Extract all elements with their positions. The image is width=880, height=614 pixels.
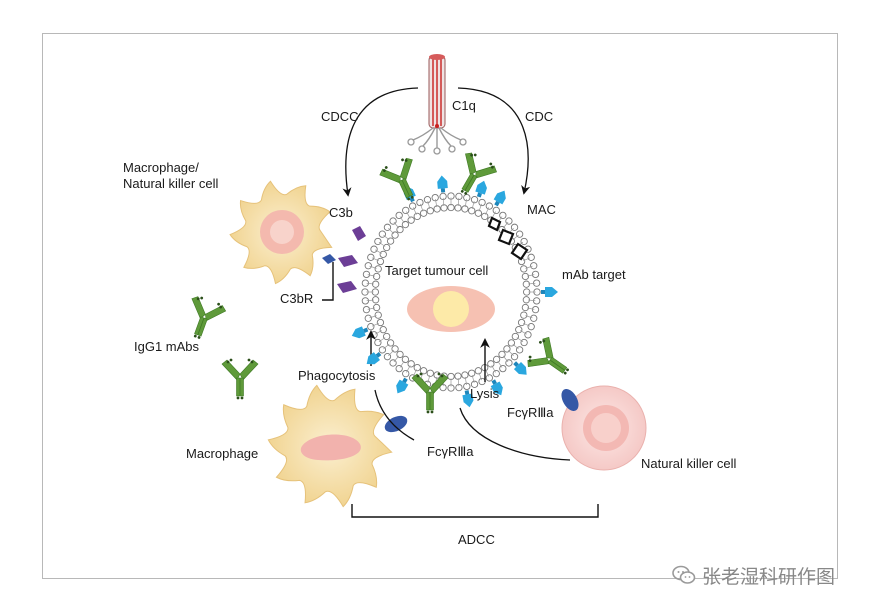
antigen bbox=[475, 180, 487, 198]
igg1-antibody bbox=[460, 152, 497, 195]
mab-target-label: mAb target bbox=[562, 267, 626, 282]
mac-label: MAC bbox=[527, 202, 556, 217]
c3br-label: C3bR bbox=[280, 291, 314, 306]
antigen bbox=[366, 351, 382, 365]
c1q-label: C1q bbox=[452, 98, 476, 113]
antigen bbox=[541, 287, 558, 297]
igg1-antibody bbox=[191, 296, 227, 339]
fcyr-right-leader bbox=[459, 407, 571, 461]
adcc-label: ADCC bbox=[458, 532, 495, 547]
antigen bbox=[513, 361, 527, 375]
macrophage-fcyr-receptor bbox=[384, 415, 408, 433]
antigen bbox=[396, 377, 409, 394]
antigen bbox=[437, 175, 448, 193]
fcyr-right-label: FcγRⅢa bbox=[507, 405, 554, 420]
c3b-deposits bbox=[337, 226, 366, 293]
cdcc-label: CDCC bbox=[321, 109, 359, 124]
igg1-antibodies bbox=[191, 152, 569, 414]
igg1-mabs-label: IgG1 mAbs bbox=[134, 339, 200, 354]
wechat-icon bbox=[672, 565, 696, 584]
antigen bbox=[490, 379, 503, 396]
antigen bbox=[462, 390, 474, 408]
tumour-cell-membrane bbox=[361, 192, 541, 392]
antigen bbox=[351, 326, 369, 339]
igg1-antibody bbox=[379, 157, 414, 201]
fcyr-bottom-label: FcγRⅢa bbox=[427, 444, 474, 459]
macrophage-nucleus bbox=[300, 434, 361, 461]
adcc-bracket bbox=[351, 504, 599, 518]
phagocytosis-label: Phagocytosis bbox=[298, 368, 376, 383]
c1q-molecule bbox=[407, 54, 467, 155]
c3b-receptor bbox=[322, 254, 336, 264]
lysis-label: Lysis bbox=[470, 386, 500, 401]
nk-fcyr-receptor bbox=[561, 389, 579, 411]
antigen bbox=[493, 190, 506, 207]
igg1-antibody bbox=[527, 336, 569, 375]
watermark-text: 张老湿科研作图 bbox=[702, 565, 836, 588]
igg1-antibody bbox=[221, 358, 259, 400]
c3br-leader bbox=[322, 262, 334, 301]
fcyr-bottom-leader bbox=[374, 389, 415, 441]
igg1-antibody bbox=[411, 372, 449, 414]
macrophage-nk-label: Macrophage/ Natural killer cell bbox=[123, 160, 219, 191]
figure-frame bbox=[42, 33, 838, 579]
natural-killer-cell-label: Natural killer cell bbox=[641, 456, 737, 471]
mac-pores bbox=[487, 216, 529, 261]
cdc-label: CDC bbox=[525, 109, 554, 124]
macrophage-label: Macrophage bbox=[186, 446, 259, 461]
cdc-arrow bbox=[457, 87, 531, 195]
cdcc-arrow bbox=[342, 87, 419, 197]
watermark: 张老湿科研作图 bbox=[672, 560, 835, 590]
target-tumour-cell-label: Target tumour cell bbox=[385, 263, 489, 278]
c3b-label: C3b bbox=[329, 205, 353, 220]
tumour-nucleolus bbox=[433, 291, 469, 327]
